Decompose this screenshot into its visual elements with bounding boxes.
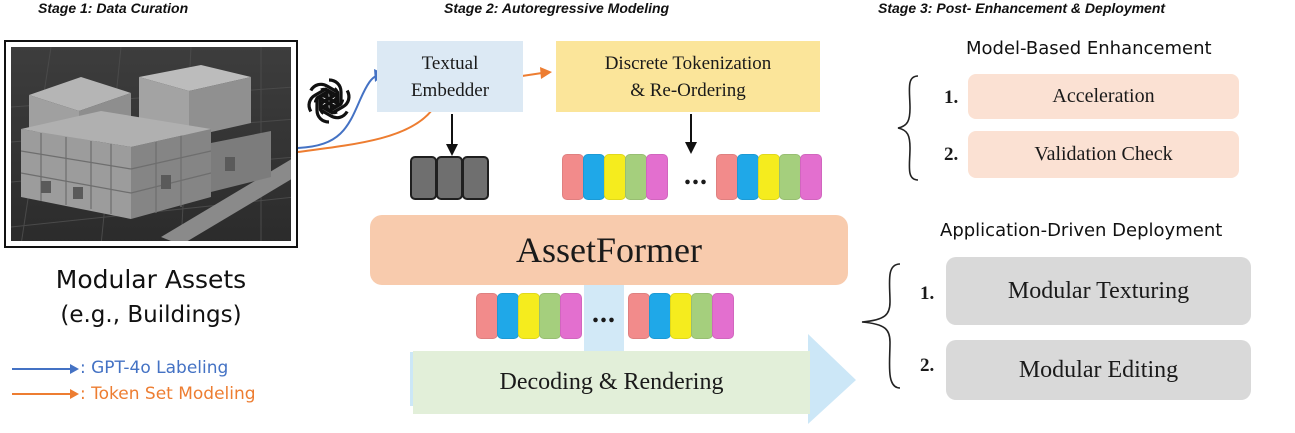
token-block bbox=[518, 293, 540, 339]
embedding-blocks bbox=[410, 156, 490, 202]
validation-check-box: Validation Check bbox=[968, 131, 1239, 178]
assets-title: Modular Assets bbox=[55, 265, 247, 294]
stage-3-title: Stage 3: Post- Enhancement & Deployment bbox=[878, 0, 1166, 16]
token-block bbox=[604, 154, 626, 200]
token-block bbox=[539, 293, 561, 339]
token-block bbox=[560, 293, 582, 339]
assets-subtitle: (e.g., Buildings) bbox=[60, 302, 242, 328]
embedder-down-arrow bbox=[446, 114, 458, 156]
token-block bbox=[691, 293, 713, 339]
token-group-top-left bbox=[562, 154, 672, 200]
assetformer-box: AssetFormer bbox=[370, 215, 848, 285]
enhancement-brace bbox=[897, 75, 919, 181]
decoding-rendering-box: Decoding & Rendering bbox=[413, 351, 810, 414]
modular-texturing-box: Modular Texturing bbox=[946, 257, 1251, 325]
acceleration-box: Acceleration bbox=[968, 74, 1239, 119]
token-block bbox=[646, 154, 668, 200]
deployment-heading: Application-Driven Deployment bbox=[940, 220, 1223, 241]
deployment-brace bbox=[861, 263, 901, 389]
token-block bbox=[562, 154, 584, 200]
legend-token-label: : Token Set Modeling bbox=[80, 384, 256, 404]
token-group-bottom-right bbox=[628, 293, 738, 339]
openai-logo-icon bbox=[307, 78, 351, 124]
building-image bbox=[11, 47, 291, 241]
token-group-bottom-left bbox=[476, 293, 586, 339]
deployment-item-2-num: 2. bbox=[920, 355, 935, 376]
tokenization-box: Discrete Tokenization & Re-Ordering bbox=[556, 41, 820, 112]
token-block bbox=[716, 154, 738, 200]
token-block bbox=[737, 154, 759, 200]
embedding-block bbox=[410, 156, 437, 200]
token-block bbox=[583, 154, 605, 200]
token-block bbox=[628, 293, 650, 339]
modular-editing-box: Modular Editing bbox=[946, 340, 1251, 400]
token-block bbox=[497, 293, 519, 339]
enhancement-item-2-num: 2. bbox=[944, 144, 959, 165]
enhancement-item-1-num: 1. bbox=[944, 87, 959, 108]
token-connector-strip bbox=[584, 285, 624, 351]
token-block bbox=[649, 293, 671, 339]
building-render bbox=[4, 40, 298, 248]
token-block bbox=[779, 154, 801, 200]
token-block bbox=[758, 154, 780, 200]
stage-2-title: Stage 2: Autoregressive Modeling bbox=[444, 0, 670, 16]
legend-gpt-label: : GPT-4o Labeling bbox=[80, 358, 229, 378]
stage-1-title: Stage 1: Data Curation bbox=[38, 0, 189, 16]
deployment-item-1-num: 1. bbox=[920, 283, 935, 304]
token-block bbox=[800, 154, 822, 200]
token-block bbox=[712, 293, 734, 339]
embedding-block bbox=[436, 156, 463, 200]
token-group-top-right bbox=[716, 154, 826, 200]
token-ellipsis-bottom: ... bbox=[592, 298, 616, 329]
embedding-block bbox=[462, 156, 489, 200]
token-block bbox=[625, 154, 647, 200]
tokenization-down-arrow bbox=[685, 114, 697, 154]
enhancement-heading: Model-Based Enhancement bbox=[966, 38, 1212, 59]
token-ellipsis-top: ... bbox=[684, 160, 708, 191]
legend-arrows bbox=[12, 364, 79, 399]
token-block bbox=[670, 293, 692, 339]
token-block bbox=[476, 293, 498, 339]
textual-embedder-box: Textual Embedder bbox=[377, 41, 523, 112]
